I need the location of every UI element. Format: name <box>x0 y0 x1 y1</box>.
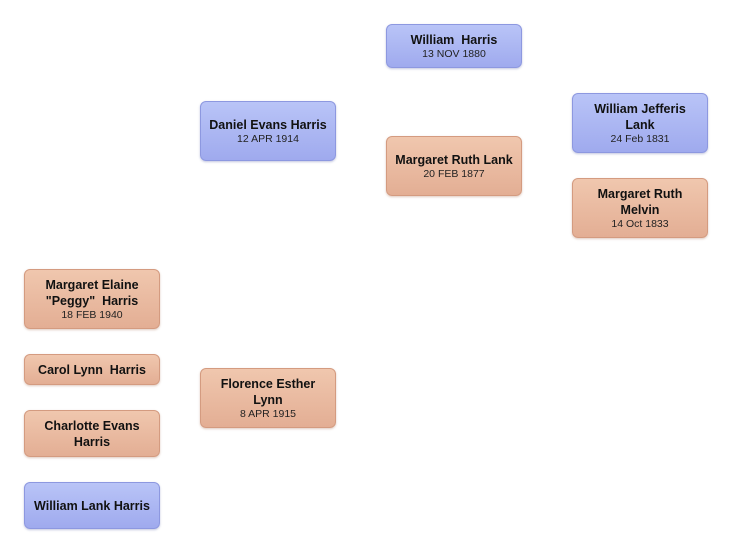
person-birth-date: 20 FEB 1877 <box>423 167 485 180</box>
person-card-william-harris[interactable]: William Harris 13 NOV 1880 <box>386 24 522 68</box>
person-name: Carol Lynn Harris <box>38 362 146 377</box>
person-birth-date: 24 Feb 1831 <box>610 132 670 145</box>
person-name: William Jefferis Lank <box>594 101 690 132</box>
person-card-margaret-ruth-lank[interactable]: Margaret Ruth Lank 20 FEB 1877 <box>386 136 522 196</box>
person-card-carol-lynn-harris[interactable]: Carol Lynn Harris <box>24 354 160 385</box>
person-birth-date: 13 NOV 1880 <box>422 47 486 60</box>
person-card-margaret-ruth-melvin[interactable]: Margaret Ruth Melvin 14 Oct 1833 <box>572 178 708 238</box>
person-name: Margaret Ruth Lank <box>395 152 513 167</box>
person-name: William Harris <box>410 32 498 47</box>
person-birth-date: 14 Oct 1833 <box>611 217 669 230</box>
person-birth-date: 12 APR 1914 <box>237 132 299 145</box>
person-birth-date: 8 APR 1915 <box>239 407 297 420</box>
person-name: Margaret Ruth Melvin <box>597 186 686 217</box>
person-name: Daniel Evans Harris <box>209 117 327 132</box>
person-name: Charlotte Evans Harris <box>44 418 144 449</box>
person-card-william-lank-harris[interactable]: William Lank Harris <box>24 482 160 529</box>
person-name: Florence Esther Lynn <box>220 376 319 407</box>
person-card-charlotte-evans-harris[interactable]: Charlotte Evans Harris <box>24 410 160 457</box>
person-card-margaret-elaine-harris[interactable]: Margaret Elaine "Peggy" Harris 18 FEB 19… <box>24 269 160 329</box>
person-card-daniel-evans-harris[interactable]: Daniel Evans Harris 12 APR 1914 <box>200 101 336 161</box>
person-birth-date: 18 FEB 1940 <box>61 308 123 321</box>
person-name: William Lank Harris <box>34 498 150 513</box>
person-name: Margaret Elaine "Peggy" Harris <box>45 277 143 308</box>
person-card-florence-esther-lynn[interactable]: Florence Esther Lynn 8 APR 1915 <box>200 368 336 428</box>
person-card-william-jefferis-lank[interactable]: William Jefferis Lank 24 Feb 1831 <box>572 93 708 153</box>
